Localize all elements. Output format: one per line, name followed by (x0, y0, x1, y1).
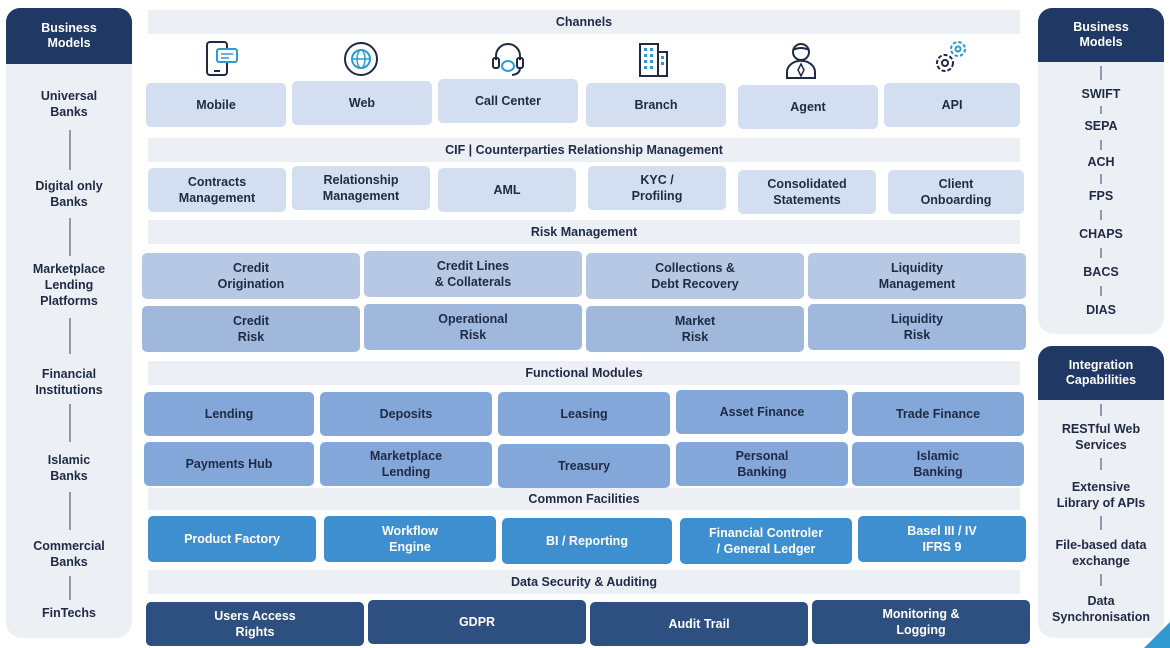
connector-line (1100, 574, 1102, 586)
channel-agent: Agent (738, 85, 878, 129)
agent-icon (784, 40, 818, 80)
business-model-marketplace-lending: Marketplace Lending Platforms (32, 262, 106, 308)
facility-general-ledger: Financial Controler/ General Ledger (680, 518, 852, 564)
connector-line (69, 218, 71, 256)
module-leasing: Leasing (498, 392, 670, 436)
connector-line (69, 404, 71, 442)
connector-line (1100, 516, 1102, 530)
channels-header: Channels (148, 10, 1020, 34)
module-payments-hub: Payments Hub (144, 442, 314, 486)
cif-kyc-profiling: KYC /Profiling (588, 166, 726, 210)
corner-accent (1144, 622, 1170, 648)
integration-data-sync: Data Synchronisation (1052, 594, 1150, 624)
business-model-universal-banks: Universal Banks (40, 89, 98, 119)
integration-api-library: Extensive Library of APIs (1056, 480, 1146, 510)
connector-line (1100, 140, 1102, 150)
gears-icon (930, 38, 970, 78)
channel-web: Web (292, 81, 432, 125)
mobile-chat-icon (204, 40, 240, 78)
payment-scheme-sepa: SEPA (1084, 119, 1118, 133)
building-icon (636, 40, 670, 78)
connector-line (1100, 106, 1102, 114)
module-trade-finance: Trade Finance (852, 392, 1024, 436)
cif-aml: AML (438, 168, 576, 212)
connector-line (1100, 248, 1102, 258)
connector-line (1100, 174, 1102, 184)
common-facilities-header: Common Facilities (148, 488, 1020, 510)
connector-line (1100, 210, 1102, 220)
channel-mobile: Mobile (146, 83, 286, 127)
business-model-islamic-banks: Islamic Banks (47, 453, 91, 483)
risk-collections: Collections &Debt Recovery (586, 253, 804, 299)
module-deposits: Deposits (320, 392, 492, 436)
business-model-financial-institutions: Financial Institutions (35, 367, 103, 397)
module-lending: Lending (144, 392, 314, 436)
connector-line (69, 492, 71, 530)
data-security-header: Data Security & Auditing (148, 570, 1020, 594)
business-models-header-left: Business Models (6, 8, 132, 64)
headset-icon (490, 40, 526, 78)
facility-product-factory: Product Factory (148, 516, 316, 562)
cif-header: CIF | Counterparties Relationship Manage… (148, 138, 1020, 162)
globe-icon (342, 40, 380, 78)
payment-scheme-chaps: CHAPS (1079, 227, 1123, 241)
channel-call-center: Call Center (438, 79, 578, 123)
payment-scheme-dias: DIAS (1086, 303, 1116, 317)
business-models-header-right: Business Models (1038, 8, 1164, 62)
risk-credit-lines: Credit Lines& Collaterals (364, 251, 582, 297)
module-treasury: Treasury (498, 444, 670, 488)
facility-bi-reporting: BI / Reporting (502, 518, 672, 564)
channel-branch: Branch (586, 83, 726, 127)
connector-line (1100, 286, 1102, 296)
security-gdpr: GDPR (368, 600, 586, 644)
business-models-panel-right (1038, 8, 1164, 334)
connector-line (1100, 66, 1102, 80)
integration-file-exchange: File-based data exchange (1055, 538, 1147, 568)
connector-line (1100, 404, 1102, 416)
business-model-digital-only-banks: Digital only Banks (35, 179, 103, 209)
integration-capabilities-header: Integration Capabilities (1038, 346, 1164, 400)
payment-scheme-bacs: BACS (1083, 265, 1119, 279)
connector-line (69, 318, 71, 354)
connector-line (69, 130, 71, 170)
integration-restful: RESTful Web Services (1061, 422, 1141, 452)
security-audit-trail: Audit Trail (590, 602, 808, 646)
channel-api: API (884, 83, 1020, 127)
payment-scheme-fps: FPS (1088, 189, 1114, 203)
connector-line (1100, 458, 1102, 470)
security-monitoring-logging: Monitoring &Logging (812, 600, 1030, 644)
business-model-fintechs: FinTechs (42, 606, 96, 620)
payment-scheme-ach: ACH (1087, 155, 1115, 169)
business-model-commercial-banks: Commercial Banks (33, 539, 105, 569)
payment-scheme-swift: SWIFT (1081, 87, 1121, 101)
functional-modules-header: Functional Modules (148, 361, 1020, 385)
connector-line (69, 576, 71, 600)
module-asset-finance: Asset Finance (676, 390, 848, 434)
risk-management-header: Risk Management (148, 220, 1020, 244)
